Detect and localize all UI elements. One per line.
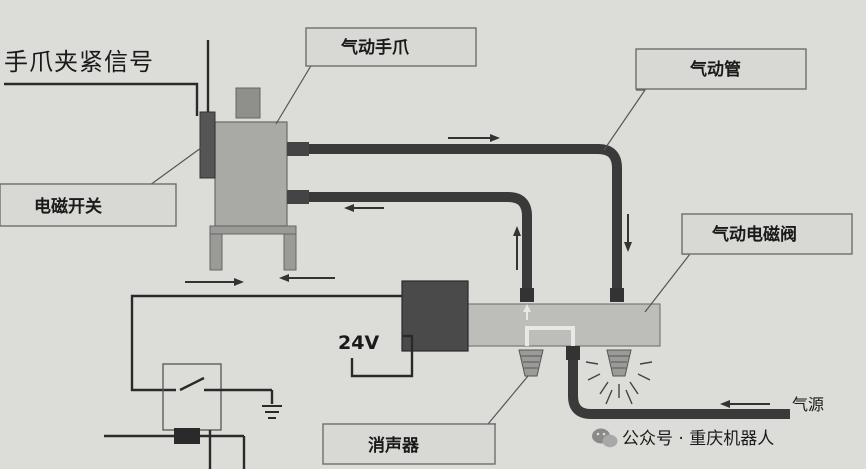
pneumatic-gripper-callout: [305, 27, 477, 67]
valve-port-b: [610, 288, 624, 302]
flow-arrows: [344, 134, 632, 270]
muffler-label: 消声器: [368, 435, 420, 456]
pneumatic-gripper-leader: [275, 63, 314, 125]
valve-port-exhaust: [566, 346, 580, 360]
solenoid-switch-callout: [0, 183, 177, 227]
exhaust-burst: [585, 361, 653, 405]
gripper-port-upper: [287, 142, 309, 156]
air-tube-upper: [309, 144, 622, 290]
air-source-arrow: [720, 400, 770, 408]
valve-port-a: [520, 288, 534, 302]
wechat-icon: [592, 428, 618, 448]
valve-internal-path: [525, 326, 575, 346]
air-source-label: 气源: [792, 395, 824, 414]
gripper-top-cap: [235, 87, 261, 119]
voltage-label: 24V: [338, 332, 379, 354]
gripper-jaw-right: [283, 233, 297, 271]
solenoid-valve: [401, 280, 661, 360]
jaw-motion-arrows: [185, 274, 335, 286]
air-source-pipe: [568, 360, 790, 419]
muffler-leader: [486, 375, 529, 425]
coil-wire-24v: [350, 334, 414, 378]
air-tube-lower: [309, 192, 532, 290]
gripper-signal-wire: [4, 40, 210, 116]
air-tube-label: 气动管: [689, 59, 741, 80]
gripper-port-lower: [287, 190, 309, 204]
air-tube-callout: [635, 48, 807, 90]
coil-wire-top: [130, 294, 402, 392]
pneumatic-gripper-label: 气动手爪: [340, 37, 410, 58]
gripper-jaw-left: [209, 233, 223, 271]
watermark: 公众号 · 重庆机器人: [592, 428, 774, 449]
gripper-body: [214, 121, 288, 227]
solenoid-valve-callout: [681, 213, 853, 255]
watermark-text: 公众号 · 重庆机器人: [622, 429, 774, 449]
muffler-right: [606, 349, 632, 377]
solenoid-valve-label: 气动电磁阀: [711, 224, 797, 245]
air-tube-leader: [603, 89, 647, 151]
valve-body: [465, 303, 661, 347]
solenoid-switch-label: 电磁开关: [34, 196, 102, 217]
gripper-base: [209, 225, 297, 235]
pneumatic-gripper: [199, 87, 309, 271]
muffler-callout: [322, 423, 496, 465]
switch-box: [104, 363, 282, 469]
relay-coil: [174, 428, 200, 444]
muffler-left: [518, 349, 544, 377]
solenoid-switch-leader: [148, 144, 206, 186]
solenoid-valve-leader: [644, 253, 692, 313]
gripper-signal-label: 手爪夹紧信号: [4, 48, 154, 76]
solenoid-switch-sensor: [199, 111, 216, 179]
